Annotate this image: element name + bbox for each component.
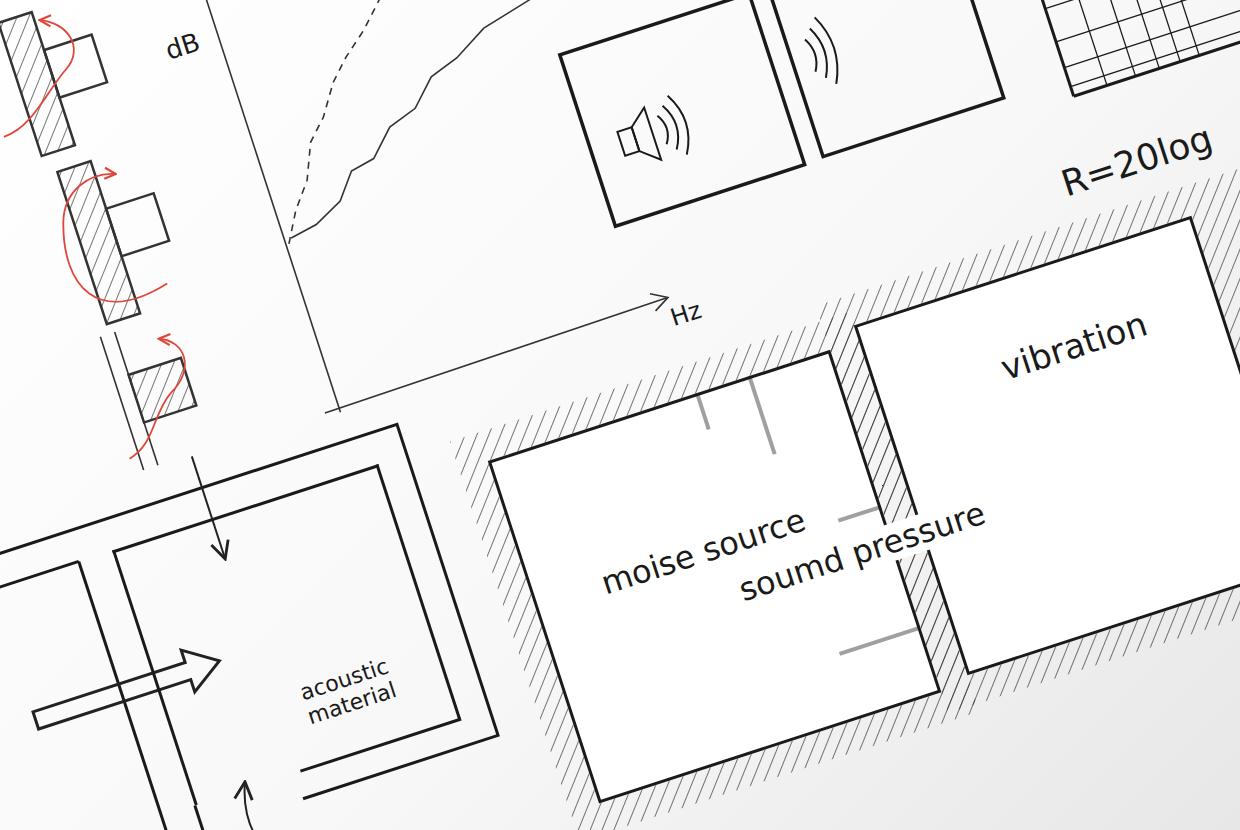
- flanking-stub: [697, 350, 920, 671]
- room-walls: [0, 561, 79, 592]
- frequency-chart: [226, 0, 443, 244]
- perspective-grid: [990, 0, 1240, 96]
- speaker-box: [560, 0, 805, 226]
- axis-label: dB: [159, 27, 207, 68]
- sound-path-arrow: [0, 456, 329, 830]
- frequency-chart: [196, 0, 340, 412]
- perspective-grid: [1115, 0, 1199, 55]
- perspective-grid: [1023, 0, 1107, 85]
- flanking-stub: [840, 628, 921, 654]
- transmission-sketch: [129, 358, 197, 423]
- speaker-box: [810, 26, 833, 78]
- transmission-sketch: [97, 333, 209, 459]
- transmission-sketch: [0, 12, 94, 136]
- perspective-grid: [990, 0, 1074, 96]
- flanking-stub: [838, 507, 881, 521]
- wall-hatching: [488, 350, 942, 804]
- speaker-box: [815, 15, 845, 84]
- room-walls: [0, 424, 528, 830]
- flanking-stub: [749, 376, 774, 454]
- room-box: acoustic material: [112, 464, 461, 805]
- transmission-sketch: [57, 161, 140, 324]
- transmission-sketch: [44, 35, 107, 98]
- frequency-chart: [182, 0, 671, 418]
- speaker-box: [627, 107, 661, 165]
- sound-path-arrow: [237, 777, 295, 830]
- room-walls: [195, 805, 234, 830]
- perspective-grid: [1075, 0, 1159, 68]
- flanking-stub: [697, 393, 709, 429]
- speaker-box: [657, 114, 671, 144]
- perspective-grid: [1064, 9, 1240, 68]
- wall-hatching: [854, 216, 1240, 676]
- room-walls: [300, 719, 461, 771]
- transmission-sketch: [106, 193, 169, 256]
- frequency-chart: [244, 0, 578, 238]
- perspective-grid: [1096, 0, 1180, 62]
- room-label: vibration: [996, 304, 1152, 388]
- perspective-grid: [1074, 37, 1240, 96]
- transmission-sketch: [0, 0, 234, 479]
- transmission-sketch: [46, 166, 169, 315]
- speaker-box: [767, 0, 1004, 157]
- axis-label: Hz: [665, 296, 708, 334]
- speaker-box: [559, 0, 1005, 226]
- sound-path-arrow: [29, 640, 226, 741]
- room-walls: [0, 424, 498, 830]
- sound-path-arrow: [192, 456, 225, 559]
- speaker-box: [805, 38, 820, 72]
- room-label: acoustic material: [287, 650, 409, 733]
- speaker-box: [668, 93, 696, 155]
- perspective-grid: [1051, 0, 1135, 76]
- wall-hatching: [445, 164, 1240, 830]
- perspective-grid: [1045, 0, 1226, 9]
- frequency-chart: [324, 298, 668, 413]
